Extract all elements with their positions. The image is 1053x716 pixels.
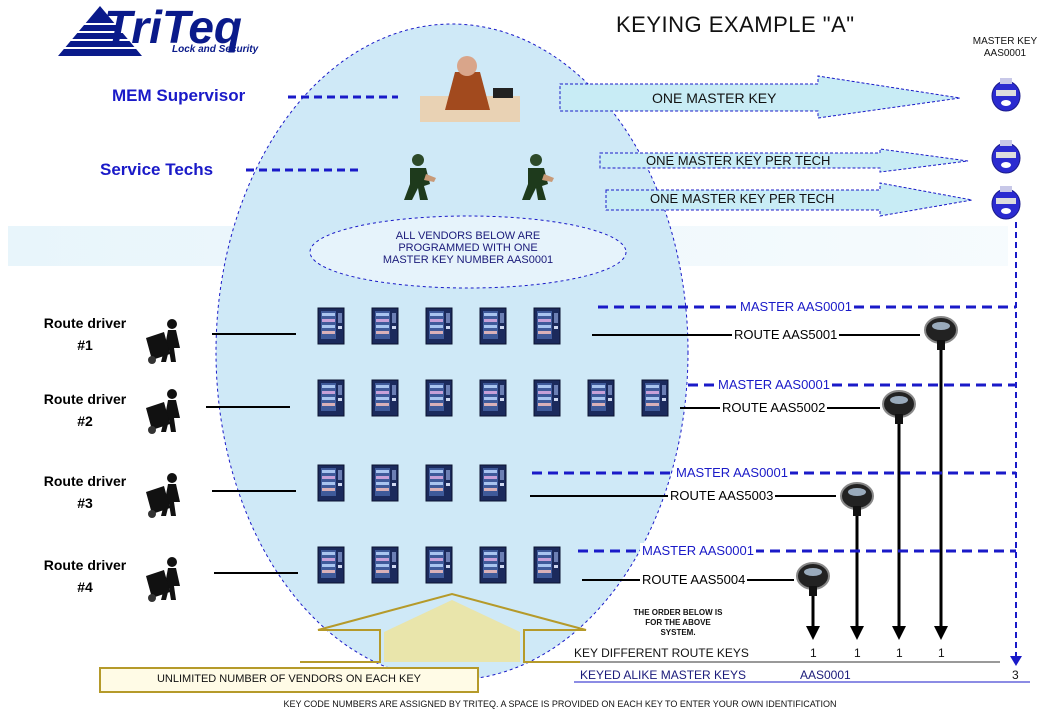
driver-3-line1: Route driver [43, 473, 127, 489]
vending-machine-icon [533, 379, 561, 417]
route-label-1: ROUTE AAS5001 [732, 327, 840, 342]
vending-machine-icon [371, 307, 399, 345]
route-count-2: 1 [854, 646, 861, 660]
vending-machine-icon [641, 379, 669, 417]
master-key-label: MASTER KEY AAS0001 [955, 36, 1053, 60]
vending-machine-icon [425, 307, 453, 345]
master-key-code: AAS0001 [983, 48, 1027, 59]
driver-label-3: Route driver #3 [30, 470, 140, 514]
master-key-label-text: MASTER KEY [972, 36, 1038, 47]
vending-machine-icon [371, 546, 399, 584]
vending-machine-icon [425, 464, 453, 502]
route-driver-icon [146, 473, 180, 518]
vending-machine-icon [317, 546, 345, 584]
arrow-label-supervisor: ONE MASTER KEY [652, 90, 777, 106]
master-keys-label: KEYED ALIKE MASTER KEYS [580, 668, 747, 682]
vending-machine-icon [587, 379, 615, 417]
footer-note: KEY CODE NUMBERS ARE ASSIGNED BY TRITEQ.… [283, 699, 837, 709]
logo-brand: TriTeq [104, 1, 243, 53]
diagram-title: KEYING EXAMPLE "A" [616, 12, 855, 37]
master-label-3: MASTER AAS0001 [674, 465, 790, 480]
vending-machine-icon [317, 464, 345, 502]
arrow-label-tech-2: ONE MASTER KEY PER TECH [650, 191, 835, 206]
vending-machine-icon [425, 546, 453, 584]
logo-tagline: Lock and Security [172, 44, 259, 55]
route-label-2: ROUTE AAS5002 [720, 400, 828, 415]
driver-2-line1: Route driver [43, 391, 127, 407]
key-fob-icon [840, 482, 874, 517]
master-key-fob-icon [991, 77, 1021, 112]
driver-3-line2: #3 [77, 495, 93, 511]
role-service-techs: Service Techs [100, 160, 214, 179]
route-count-4: 1 [938, 646, 945, 660]
role-supervisor: MEM Supervisor [112, 86, 246, 105]
master-keys-code: AAS0001 [800, 668, 851, 682]
vending-machine-icon [371, 379, 399, 417]
vending-machine-icon [317, 307, 345, 345]
driver-2-line2: #2 [77, 413, 93, 429]
master-key-fob-icon [991, 185, 1021, 220]
route-keys-label: KEY DIFFERENT ROUTE KEYS [574, 646, 749, 660]
key-fob-icon [882, 390, 916, 425]
vending-machine-icon [479, 307, 507, 345]
vendor-note: ALL VENDORS BELOW ARE PROGRAMMED WITH ON… [382, 230, 554, 266]
route-driver-icon [146, 319, 180, 364]
vending-machine-icon [317, 379, 345, 417]
master-label-2: MASTER AAS0001 [716, 377, 832, 392]
driver-label-1: Route driver #1 [30, 312, 140, 356]
driver-4-line2: #4 [77, 579, 93, 595]
vending-machine-icon [479, 464, 507, 502]
route-label-3: ROUTE AAS5003 [668, 488, 776, 503]
arrow-label-tech-1: ONE MASTER KEY PER TECH [646, 153, 831, 168]
driver-label-4: Route driver #4 [30, 554, 140, 598]
route-count-1: 1 [810, 646, 817, 660]
key-fob-icon [924, 316, 958, 351]
order-note: THE ORDER BELOW IS FOR THE ABOVE SYSTEM. [633, 608, 723, 637]
route-driver-icon [146, 389, 180, 434]
driver-1-line1: Route driver [43, 315, 127, 331]
unlimited-banner: UNLIMITED NUMBER OF VENDORS ON EACH KEY [156, 673, 422, 685]
route-driver-icon [146, 557, 180, 602]
vending-machine-icon [533, 546, 561, 584]
master-label-1: MASTER AAS0001 [738, 299, 854, 314]
driver-label-2: Route driver #2 [30, 388, 140, 432]
master-keys-count: 3 [1012, 668, 1019, 682]
driver-4-line1: Route driver [43, 557, 127, 573]
key-fob-icon [796, 562, 830, 597]
vending-machine-icon [479, 546, 507, 584]
driver-1-line2: #1 [77, 337, 93, 353]
vending-machine-icon [533, 307, 561, 345]
route-label-4: ROUTE AAS5004 [640, 572, 748, 587]
vending-machine-icon [371, 464, 399, 502]
master-key-fob-icon [991, 139, 1021, 174]
master-label-4: MASTER AAS0001 [640, 543, 756, 558]
vending-machine-icon [479, 379, 507, 417]
supervisor-figure-icon [420, 56, 520, 122]
route-count-3: 1 [896, 646, 903, 660]
vending-machine-icon [425, 379, 453, 417]
